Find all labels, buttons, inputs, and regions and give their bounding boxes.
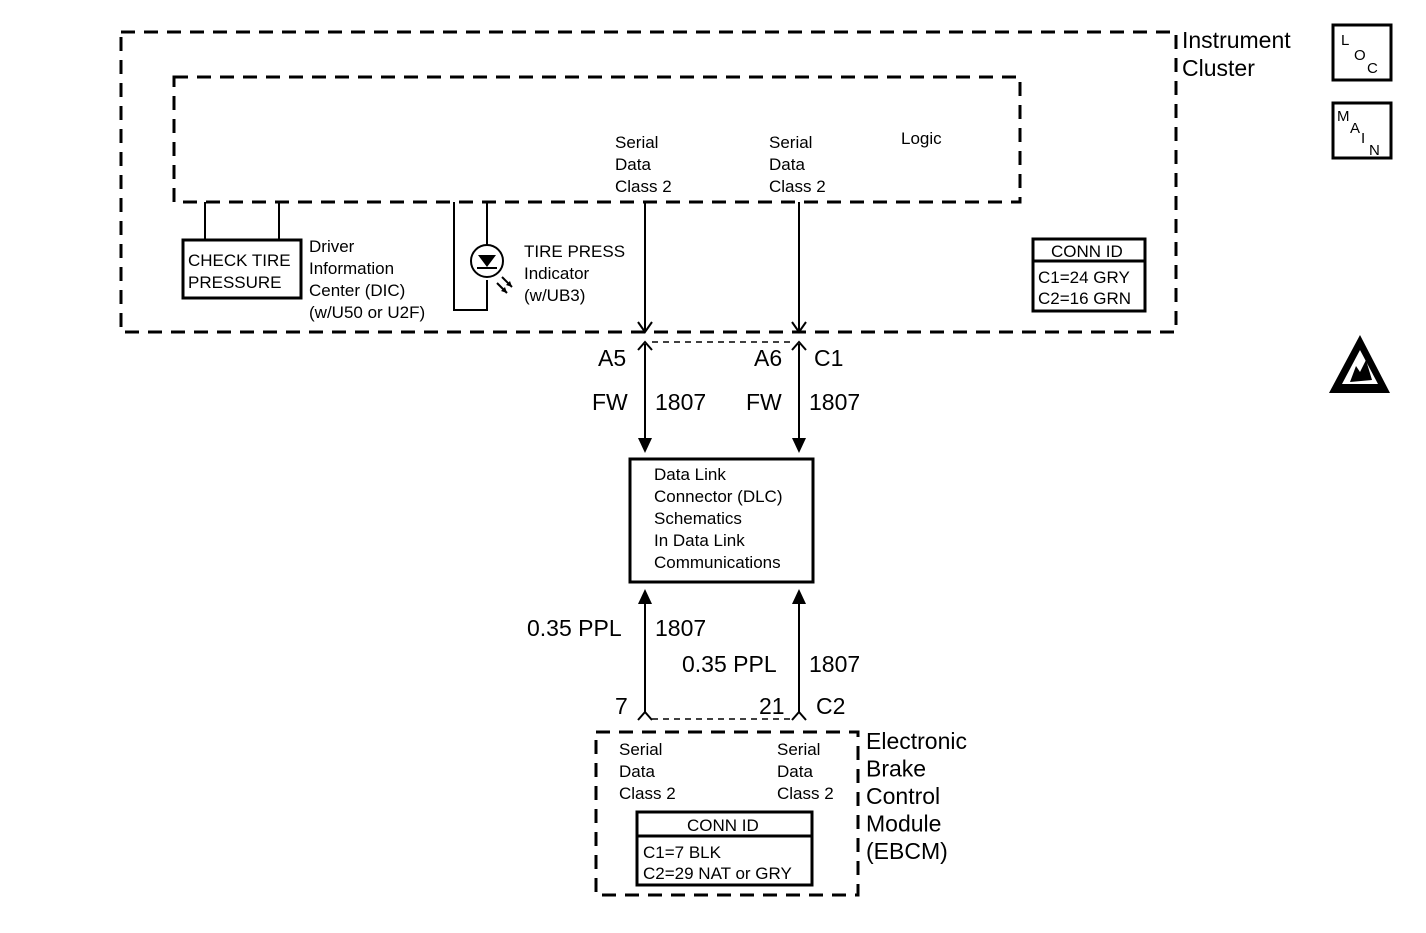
upper-wires: A5 FW 1807 A6 C1 FW 1807 [592,202,860,453]
main-icon[interactable]: M A I N [1331,101,1393,160]
ebcm-conn-id-c1: C1=7 BLK [643,843,722,862]
lower-right-size-color: 0.35 PPL [682,651,777,677]
lower-left-circuit: 1807 [655,615,706,641]
cluster-conn-id: CONN ID C1=24 GRY C2=16 GRN [1031,237,1147,313]
svg-text:C: C [1367,60,1378,77]
loc-icon[interactable]: L O C [1331,23,1393,82]
lower-right-pin: 21 [759,693,785,719]
svg-text:A: A [1350,120,1360,137]
logic-label: Logic [901,129,942,148]
svg-text:M: M [1337,108,1350,125]
upper-right-circuit: 1807 [809,389,860,415]
dic-display-box [181,238,303,300]
lower-left-pin: 7 [615,693,628,719]
svg-text:N: N [1369,142,1380,159]
cluster-conn-id-title: CONN ID [1051,242,1123,261]
ebcm-conn-id-c2: C2=29 NAT or GRY [643,864,792,883]
instrument-cluster-title-line2: Cluster [1182,55,1255,81]
upper-left-circuit: 1807 [655,389,706,415]
led-indicator-icon [453,202,513,311]
ebcm-title: Electronic Brake Control Module (EBCM) [866,728,973,864]
cluster-serial-data-a: Serial Data Class 2 [615,133,672,196]
dic-display-text: CHECK TIRE PRESSURE [188,251,295,292]
cluster-conn-id-c2: C2=16 GRN [1038,289,1131,308]
upper-left-pin: A5 [598,345,626,371]
upper-right-connector: C1 [814,345,843,371]
cluster-conn-id-c1: C1=24 GRY [1038,268,1130,287]
ebcm-conn-id: CONN ID C1=7 BLK C2=29 NAT or GRY [635,810,814,887]
ebcm-serial-data-b: Serial Data Class 2 [777,740,834,803]
dlc-block: Data Link Connector (DLC) Schematics In … [628,457,815,584]
lower-right-circuit: 1807 [809,651,860,677]
upper-right-color: FW [746,389,782,415]
dic-label: Driver Information Center (DIC) (w/U50 o… [309,237,425,322]
svg-text:L: L [1341,32,1349,49]
upper-right-pin: A6 [754,345,782,371]
instrument-cluster: Instrument Cluster Logic Serial Data Cla… [119,27,1291,334]
ebcm: Serial Data Class 2 Serial Data Class 2 … [594,728,973,897]
instrument-cluster-title-line1: Instrument [1182,27,1291,53]
ebcm-boundary [594,730,860,897]
lower-right-connector: C2 [816,693,845,719]
ebcm-conn-id-title: CONN ID [687,816,759,835]
svg-text:O: O [1354,47,1366,64]
ebcm-serial-data-a: Serial Data Class 2 [619,740,676,803]
esd-warning-icon [1329,335,1390,393]
instrument-cluster-boundary [119,30,1178,334]
svg-text:I: I [1361,130,1365,147]
lower-left-size-color: 0.35 PPL [527,615,622,641]
lower-wires: 0.35 PPL 1807 7 0.35 PPL 1807 21 C2 [527,589,860,721]
upper-left-color: FW [592,389,628,415]
indicator-label: TIRE PRESS Indicator (w/UB3) [524,242,630,305]
cluster-serial-data-b: Serial Data Class 2 [769,133,826,196]
dlc-label: Data Link Connector (DLC) Schematics In … [654,465,787,572]
logic-boundary [172,75,1022,204]
